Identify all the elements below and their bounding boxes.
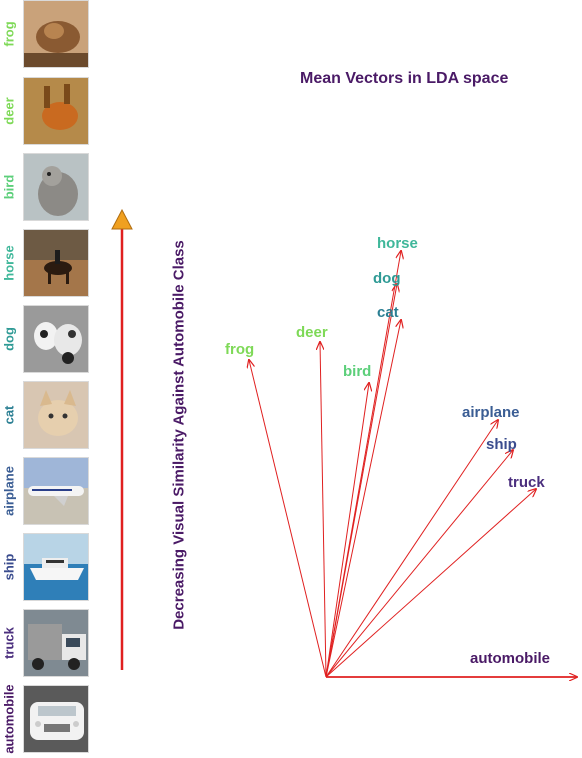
truck-image [23, 609, 89, 677]
vector-bird [325, 383, 369, 678]
thumb-row-deer: deer [0, 77, 92, 145]
thumb-row-dog: dog [0, 305, 92, 373]
thumb-row-airplane: airplane [0, 457, 92, 525]
deer-image [23, 77, 89, 145]
vector-label-automobile: automobile [470, 650, 550, 667]
thumb-row-horse: horse [0, 229, 92, 297]
vector-frog [249, 360, 327, 678]
dog-image [23, 305, 89, 373]
ship-image [23, 533, 89, 601]
vector-group: frog deer bird horse dog cat airplane ship truck… [225, 235, 577, 677]
thumb-row-automobile: automobile [0, 684, 92, 754]
vector-label-dog: dog [373, 270, 401, 287]
similarity-axis-arrowhead [111, 208, 133, 230]
cat-image [23, 381, 89, 449]
bird-image [23, 153, 89, 221]
thumb-row-bird: bird [0, 153, 92, 221]
vector-deer [320, 342, 327, 678]
vector-ship [325, 450, 513, 678]
vector-label-frog: frog [225, 341, 254, 358]
vector-label-bird: bird [343, 363, 371, 380]
vector-airplane [325, 420, 498, 678]
vector-label-ship: ship [486, 436, 517, 453]
vector-truck [325, 489, 536, 678]
thumb-row-truck: truck [0, 609, 92, 677]
vector-label-truck: truck [508, 474, 545, 491]
frog-image [23, 0, 89, 68]
vector-label-airplane: airplane [462, 404, 520, 421]
automobile-image [23, 685, 89, 753]
horse-image [23, 229, 89, 297]
vector-cat [325, 320, 401, 678]
thumb-row-ship: ship [0, 533, 92, 601]
vector-label-cat: cat [377, 304, 399, 321]
airplane-image [23, 457, 89, 525]
vector-label-deer: deer [296, 324, 328, 341]
thumb-row-cat: cat [0, 381, 92, 449]
thumb-row-frog: frog [0, 0, 92, 68]
vector-dog [325, 284, 397, 678]
page-title: Mean Vectors in LDA space [300, 70, 509, 87]
vector-label-horse: horse [377, 235, 418, 252]
